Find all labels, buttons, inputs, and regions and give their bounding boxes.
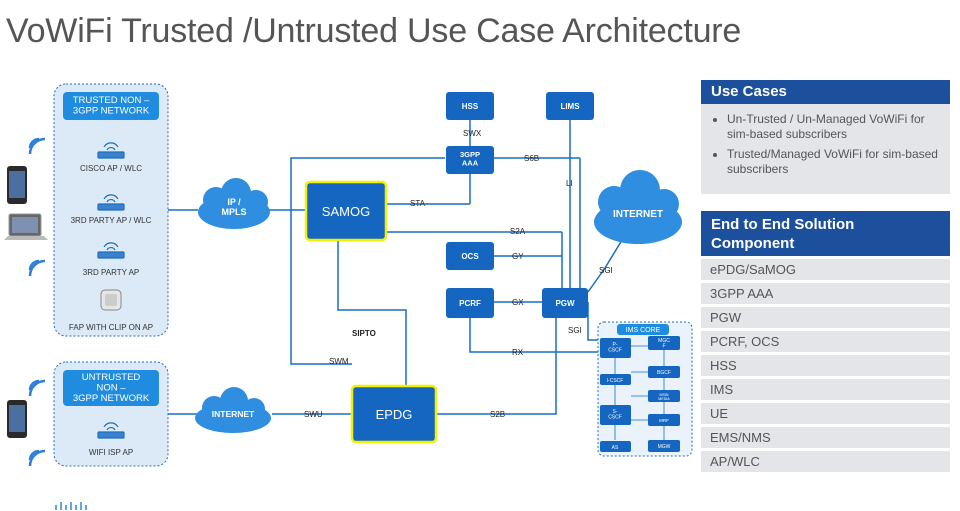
wifi-signal-icon (28, 379, 46, 397)
internet-right-label: INTERNET (613, 209, 663, 220)
sipto-label: SIPTO (352, 329, 376, 338)
femto-ap-icon (100, 289, 122, 311)
pgw-label: PGW (555, 299, 575, 308)
component-row: ePDG/SaMOG (701, 259, 950, 280)
trusted-group-title-box (63, 92, 159, 120)
components-header: End to End Solution Component (701, 211, 950, 256)
wifi-ap-icon (97, 142, 125, 159)
trusted-item-2: 3RD PARTY AP / WLC (71, 216, 152, 225)
trusted-item-3: 3RD PARTY AP (83, 268, 139, 277)
line-sipto (337, 240, 407, 386)
wifi-ap-icon (97, 242, 125, 259)
ocs-label: OCS (461, 252, 479, 261)
swm-label: SWM (329, 357, 349, 366)
s2b-label: S2B (490, 410, 505, 419)
smartphone-icon (7, 400, 27, 438)
trusted-item-1: CISCO AP / WLC (80, 164, 142, 173)
interface-labels: SWX S6B LI STA S2A GY GX SGI SGI SIPTO S… (304, 129, 613, 419)
ims-pcscf: P-CSCF (608, 342, 622, 354)
pcrf-node (446, 288, 494, 318)
internet-left-label: INTERNET (212, 409, 255, 419)
cisco-logo (55, 502, 87, 510)
s2a-label: S2A (510, 227, 526, 236)
component-row: 3GPP AAA (701, 283, 950, 304)
swx-label: SWX (463, 129, 482, 138)
line-sgi-top (587, 239, 623, 293)
trusted-group-title: TRUSTED NON –3GPP NETWORK (73, 95, 150, 116)
component-row: UE (701, 403, 950, 424)
untrusted-item-1: WIFI ISP AP (89, 448, 133, 457)
sta-label: STA (410, 199, 426, 208)
connector-lines (168, 120, 623, 415)
use-cases-list: Un-Trusted / Un-Managed VoWiFi for sim-b… (701, 112, 950, 176)
internet-cloud-right (594, 170, 682, 244)
samog-label: SAMOG (322, 204, 370, 219)
trusted-item-4: FAP WITH CLIP ON AP (69, 323, 153, 332)
internet-cloud-left (195, 387, 271, 433)
ip-mpls-cloud (198, 178, 270, 229)
page-title: VoWiFi Trusted /Untrusted Use Case Archi… (6, 12, 742, 50)
aaa-node (446, 146, 494, 174)
rx-label: RX (512, 348, 524, 357)
smartphone-icon (7, 166, 27, 204)
component-row: AP/WLC (701, 451, 950, 472)
ims-as: AS (612, 445, 619, 451)
lims-label: LIMS (560, 102, 580, 111)
wifi-signal-icon (28, 449, 46, 467)
pcrf-label: PCRF (459, 299, 481, 308)
pgw-node (542, 288, 588, 318)
untrusted-group-title-box (63, 370, 159, 406)
line-swm (290, 157, 445, 365)
use-cases-body: Un-Trusted / Un-Managed VoWiFi for sim-b… (701, 104, 950, 194)
gx-label: GX (512, 298, 524, 307)
line-rx (469, 318, 606, 353)
wifi-signal-icon (28, 137, 46, 155)
ocs-node (446, 242, 494, 270)
use-case-item: Un-Trusted / Un-Managed VoWiFi for sim-b… (727, 112, 942, 141)
sgi-top-label: SGI (599, 266, 613, 275)
wifi-ap-icon (97, 422, 125, 439)
epdg-label: EPDG (376, 407, 413, 422)
line-s2b (436, 318, 557, 415)
use-case-item: Trusted/Managed VoWiFi for sim-based sub… (727, 147, 942, 176)
epdg-node (350, 384, 438, 444)
component-row: PCRF, OCS (701, 331, 950, 352)
lims-node (546, 92, 594, 120)
sgi-bottom-label: SGI (568, 326, 582, 335)
gy-label: GY (512, 252, 524, 261)
li-label: LI (566, 179, 573, 188)
ims-icscf: I-CSCF (607, 378, 624, 384)
ims-core-title-box (617, 324, 669, 335)
s6b-label: S6B (524, 154, 539, 163)
samog-node (304, 180, 388, 242)
hss-node (446, 92, 494, 120)
wifi-ap-icon (97, 194, 125, 211)
wifi-signal-icon (28, 259, 46, 277)
ims-core-title: IMS CORE (626, 327, 661, 334)
hss-label: HSS (462, 102, 479, 111)
use-cases-header: Use Cases (701, 80, 950, 104)
component-row: IMS (701, 379, 950, 400)
laptop-icon (4, 213, 48, 240)
component-row: PGW (701, 307, 950, 328)
ip-mpls-label: IP /MPLS (221, 197, 246, 217)
ims-mgw: MGW (658, 444, 671, 450)
ims-scscf: S-CSCF (608, 409, 622, 421)
component-row: EMS/NMS (701, 427, 950, 448)
ims-bgcf: BGCF (657, 370, 671, 376)
swu-label: SWU (304, 410, 323, 419)
component-row: HSS (701, 355, 950, 376)
ims-mrf: MRF (659, 418, 669, 423)
